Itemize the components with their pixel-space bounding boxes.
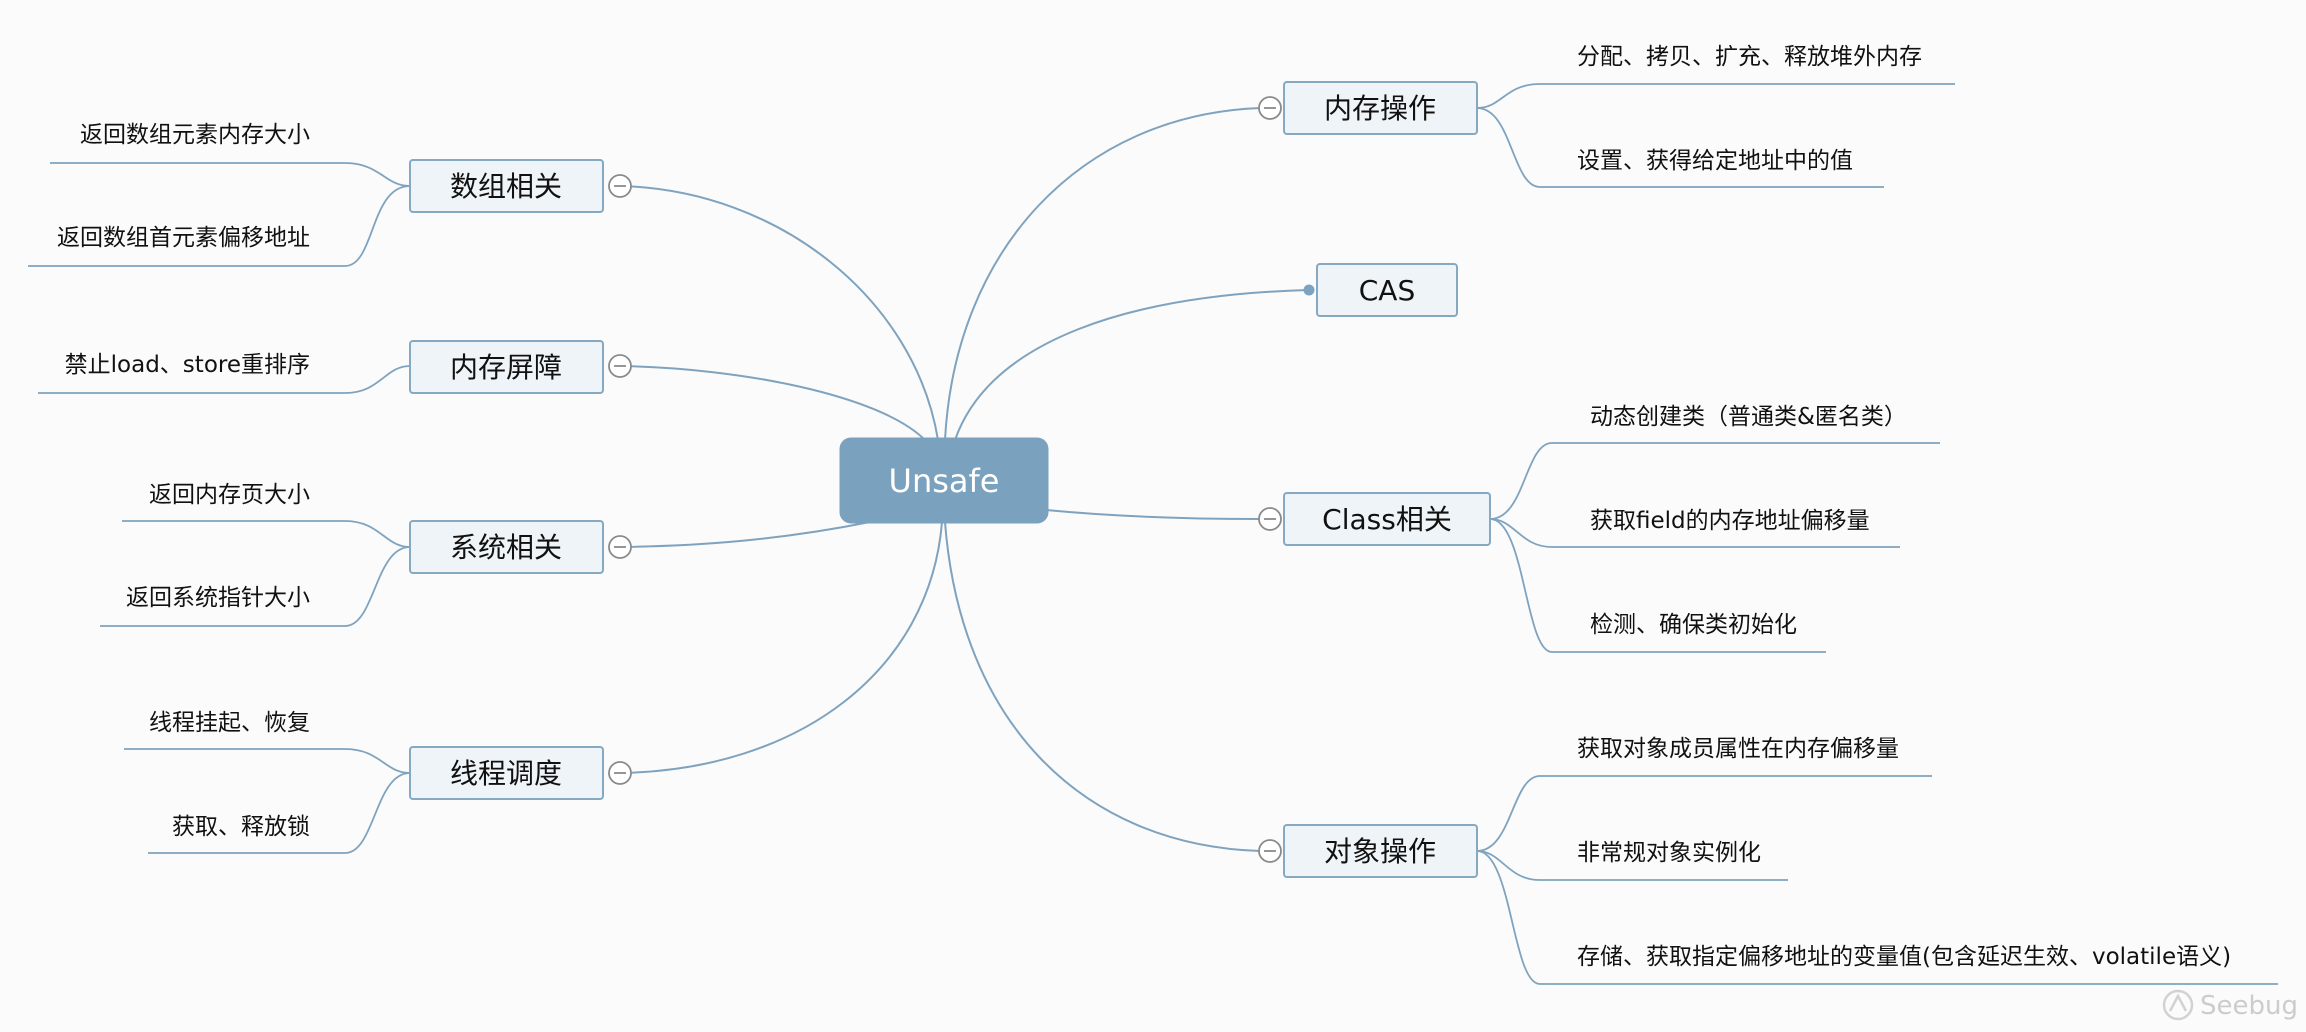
leaf-object-1[interactable]: 非常规对象实例化 [1577, 840, 1761, 866]
leaf-class-2[interactable]: 检测、确保类初始化 [1590, 612, 1797, 638]
leaf-array-0[interactable]: 返回数组元素内存大小 [80, 122, 310, 148]
branch-class-box[interactable] [1283, 492, 1491, 546]
collapse-toggle-system[interactable] [608, 535, 632, 559]
edge-memory [944, 107, 1261, 441]
collapse-toggle-class[interactable] [1258, 507, 1282, 531]
branch-system[interactable]: 系统相关 [409, 520, 604, 574]
branch-class[interactable]: Class相关 [1283, 492, 1491, 546]
branch-class-label: Class相关 [1322, 503, 1452, 536]
leaf-system-1[interactable]: 返回系统指针大小 [126, 585, 310, 611]
leaf-thread-1[interactable]: 获取、释放锁 [172, 814, 310, 840]
leaf-labels: 返回数组元素内存大小 返回数组首元素偏移地址 禁止load、store重排序 返… [57, 44, 2231, 970]
leaf-edge-thread-1 [148, 772, 411, 854]
branch-object-label: 对象操作 [1324, 835, 1436, 868]
leaf-class-1[interactable]: 获取field的内存地址偏移量 [1590, 508, 1870, 534]
edge-system [619, 521, 871, 548]
leaf-edges [28, 83, 2278, 985]
branch-array[interactable]: 数组相关 [409, 159, 604, 213]
branch-thread[interactable]: 线程调度 [409, 746, 604, 800]
branch-thread-box[interactable] [409, 746, 604, 800]
edge-thread [619, 521, 943, 774]
leaf-thread-0[interactable]: 线程挂起、恢复 [149, 710, 310, 736]
branch-system-box[interactable] [409, 520, 604, 574]
collapse-toggle-barrier[interactable] [608, 354, 632, 378]
branch-object[interactable]: 对象操作 [1283, 824, 1478, 878]
leaf-system-0[interactable]: 返回内存页大小 [149, 482, 310, 508]
leaf-edge-system-1 [100, 546, 411, 627]
seebug-logo-icon [2162, 989, 2194, 1021]
leaf-edge-class-1 [1489, 518, 1900, 548]
branch-cas-box[interactable] [1316, 263, 1458, 317]
edge-barrier [619, 365, 926, 441]
leaf-edge-barrier-0 [38, 365, 411, 394]
seebug-logo-mark [2168, 993, 2188, 1012]
leaf-edge-object-0 [1476, 775, 1932, 852]
center-node[interactable]: Unsafe [839, 437, 1049, 524]
leaf-object-2[interactable]: 存储、获取指定偏移地址的变量值(包含延迟生效、volatile语义) [1577, 944, 2231, 970]
branch-system-label: 系统相关 [450, 531, 562, 564]
cas-connector-dot [1303, 284, 1315, 296]
edge-array [619, 185, 939, 441]
branch-barrier[interactable]: 内存屏障 [409, 340, 604, 394]
branch-object-box[interactable] [1283, 824, 1478, 878]
leaf-object-0[interactable]: 获取对象成员属性在内存偏移量 [1577, 736, 1899, 762]
leaf-edge-object-1 [1476, 850, 1788, 881]
branch-barrier-box[interactable] [409, 340, 604, 394]
branch-barrier-label: 内存屏障 [450, 351, 562, 384]
leaf-edge-array-1 [28, 185, 411, 267]
branch-array-label: 数组相关 [450, 170, 562, 203]
branch-memory-box[interactable] [1283, 81, 1478, 135]
branch-memory[interactable]: 内存操作 [1283, 81, 1478, 135]
leaf-edge-class-0 [1489, 442, 1940, 520]
branch-thread-label: 线程调度 [450, 757, 562, 790]
center-edges [619, 107, 1309, 852]
branch-array-box[interactable] [409, 159, 604, 213]
leaf-edge-system-0 [122, 520, 411, 548]
edge-cas [954, 289, 1309, 441]
leaf-edge-object-2 [1476, 850, 2278, 985]
leaf-barrier-0[interactable]: 禁止load、store重排序 [65, 352, 310, 378]
collapse-toggle-array[interactable] [608, 174, 632, 198]
branch-cas[interactable]: CAS [1316, 263, 1458, 317]
center-node-label: Unsafe [889, 462, 1000, 500]
leaf-array-1[interactable]: 返回数组首元素偏移地址 [57, 225, 310, 251]
collapse-toggle-object[interactable] [1258, 839, 1282, 863]
watermark-text: Seebug [2200, 991, 2298, 1021]
edge-class [1045, 509, 1261, 520]
leaf-class-0[interactable]: 动态创建类（普通类&匿名类） [1590, 404, 1907, 430]
leaf-edge-memory-0 [1476, 83, 1955, 109]
leaf-edge-array-0 [50, 162, 411, 187]
leaf-edge-thread-0 [124, 748, 411, 774]
leaf-edge-class-2 [1489, 518, 1826, 653]
leaf-memory-0[interactable]: 分配、拷贝、扩充、释放堆外内存 [1577, 44, 1922, 70]
collapse-toggles [608, 96, 1315, 863]
collapse-toggle-memory[interactable] [1258, 96, 1282, 120]
watermark: Seebug [2162, 989, 2298, 1021]
branch-memory-label: 内存操作 [1324, 92, 1436, 125]
collapse-toggle-thread[interactable] [608, 761, 632, 785]
leaf-edge-memory-1 [1476, 107, 1884, 188]
edge-object [944, 521, 1261, 852]
leaf-memory-1[interactable]: 设置、获得给定地址中的值 [1577, 148, 1853, 174]
center-node-box[interactable] [839, 437, 1049, 524]
branch-cas-label: CAS [1359, 274, 1415, 307]
